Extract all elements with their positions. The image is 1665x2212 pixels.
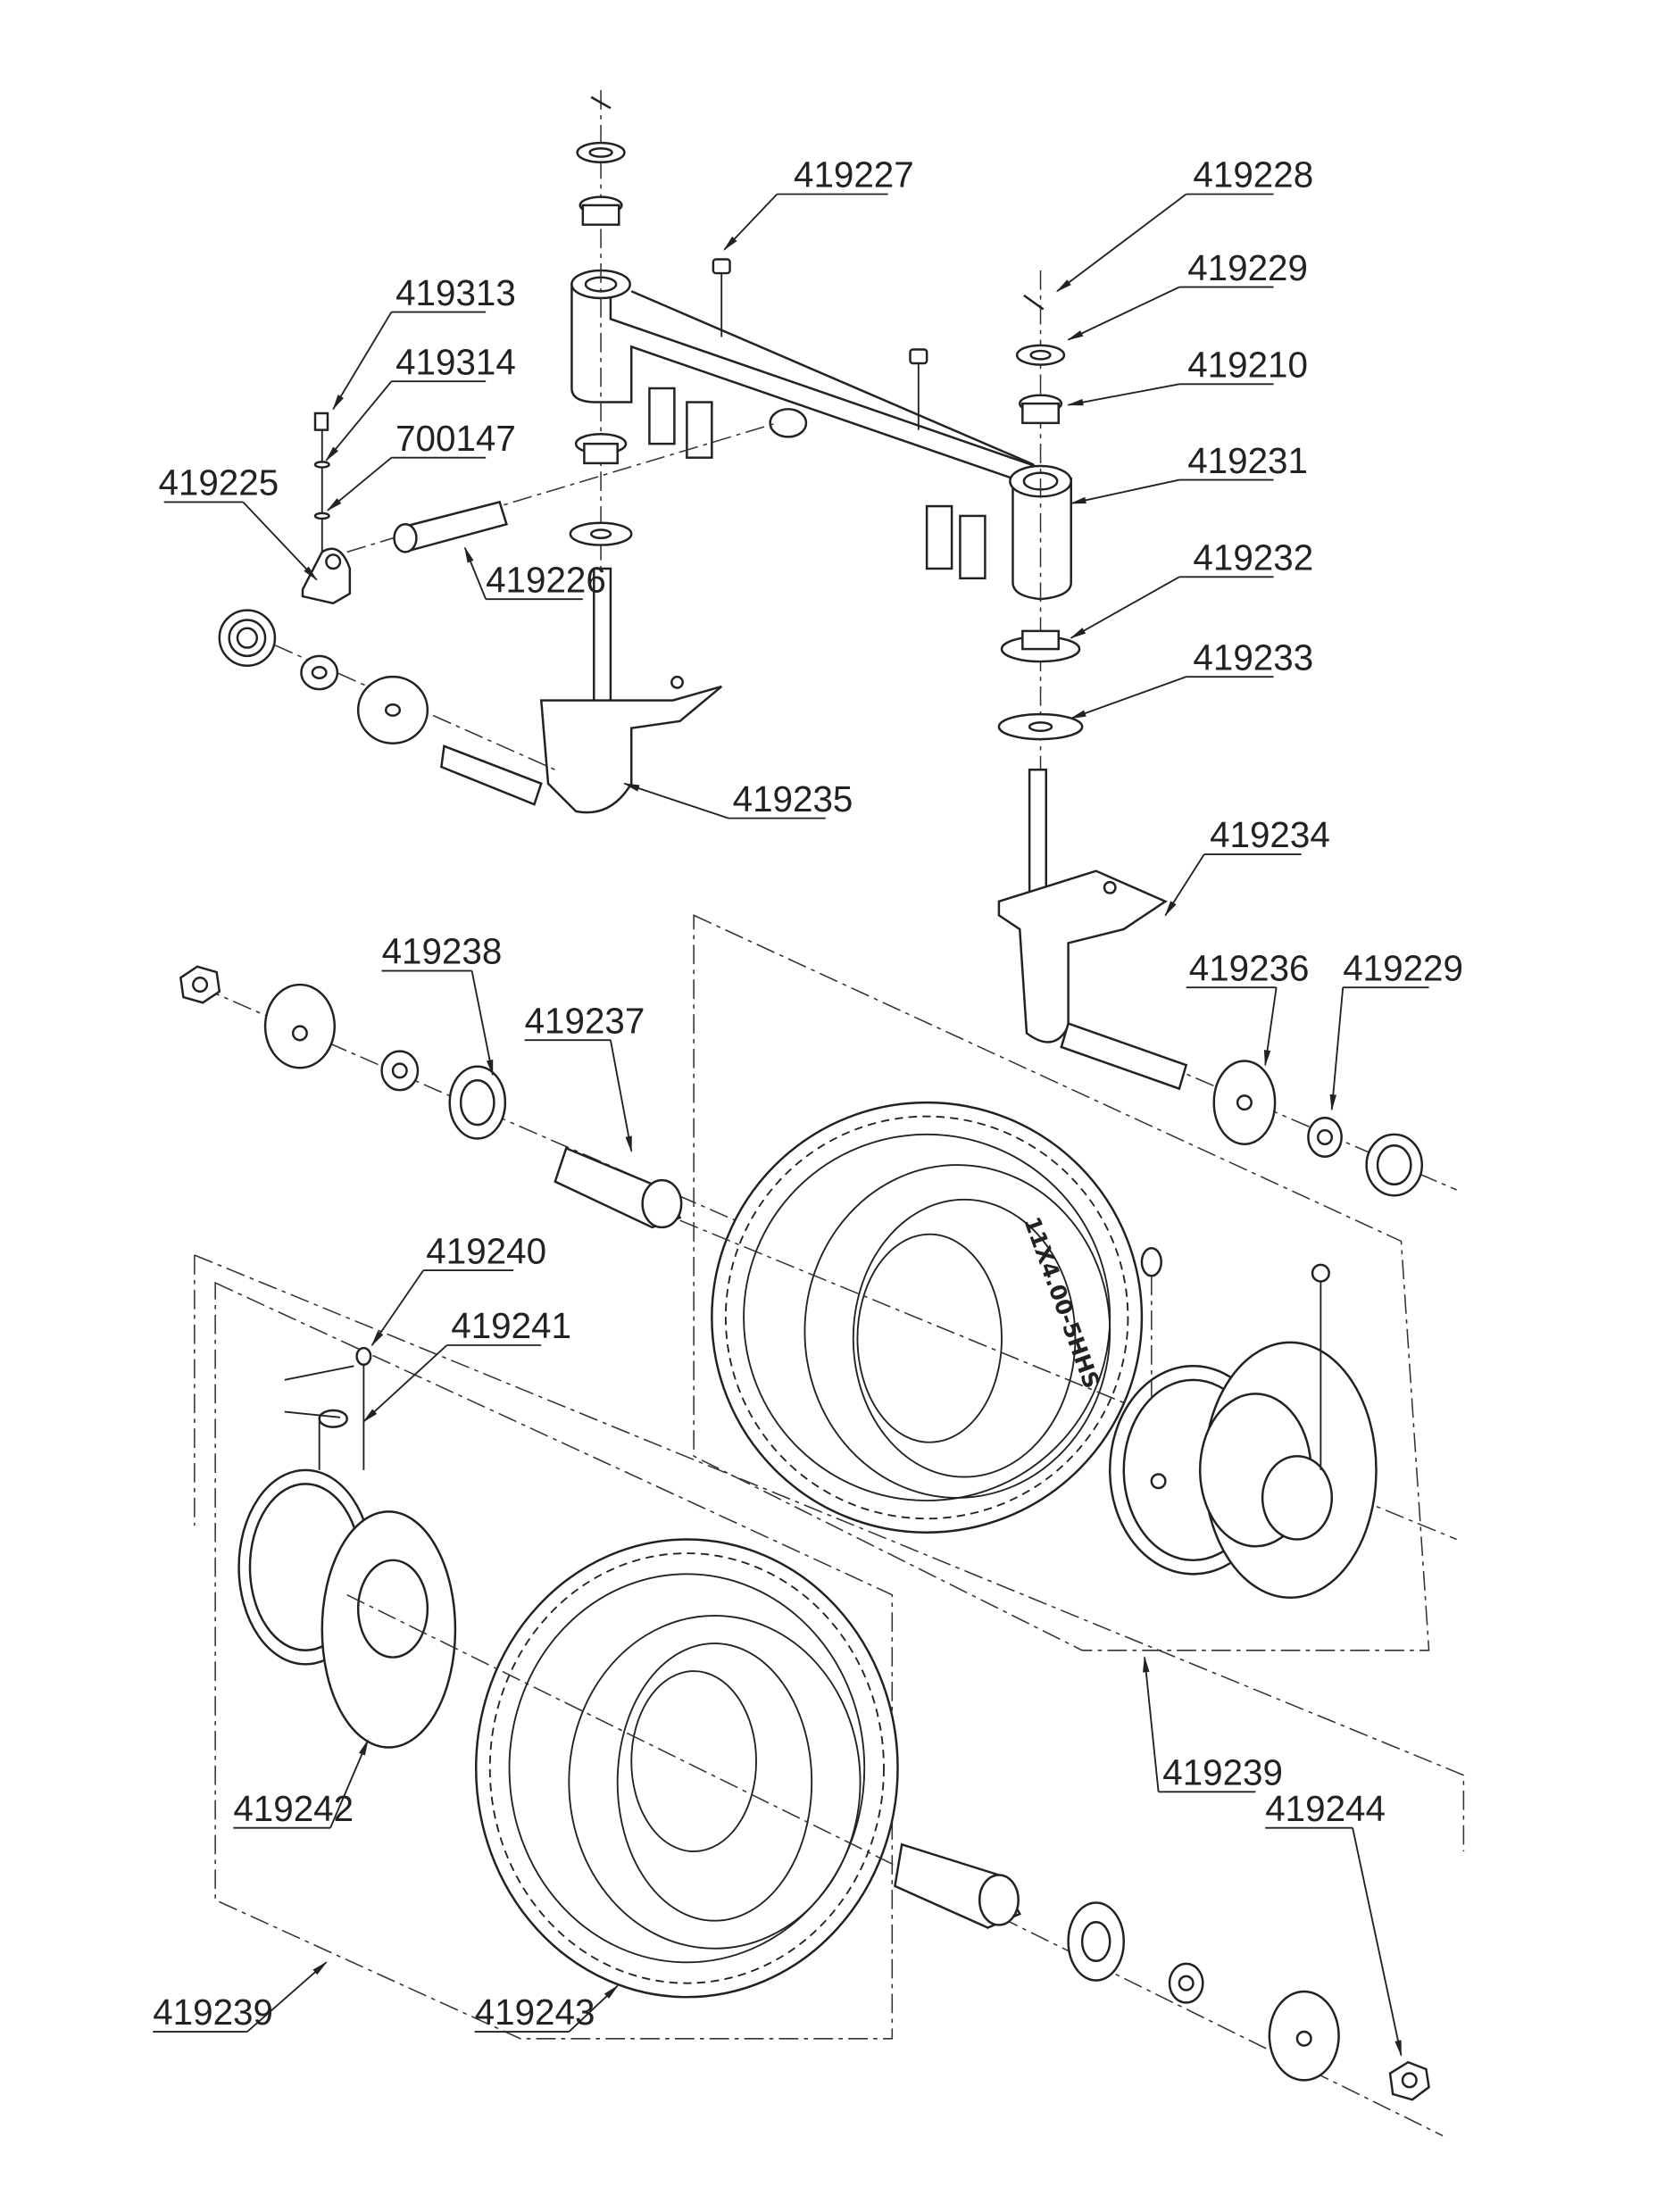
left-spindle-hardware[interactable] (218, 609, 556, 806)
lower-tire-assembly[interactable] (194, 1254, 1465, 2137)
svg-text:419237: 419237 (525, 1000, 645, 1041)
right-spindle[interactable] (997, 769, 1168, 1044)
callout-419239-left: 419239 (153, 1961, 328, 2033)
callout-419314: 419314 (325, 341, 516, 462)
svg-text:419227: 419227 (794, 154, 914, 195)
svg-text:419236: 419236 (1189, 947, 1310, 988)
svg-text:419244: 419244 (1265, 1788, 1386, 1829)
svg-text:419238: 419238 (382, 931, 503, 972)
svg-text:419229: 419229 (1187, 247, 1308, 288)
svg-text:419240: 419240 (426, 1230, 546, 1271)
right-pivot-stack[interactable] (997, 270, 1084, 778)
callout-419229-top: 419229 (1066, 247, 1308, 341)
svg-text:419233: 419233 (1193, 636, 1313, 678)
callout-419244: 419244 (1265, 1788, 1403, 2058)
svg-text:419228: 419228 (1193, 154, 1313, 195)
svg-text:419234: 419234 (1210, 814, 1330, 855)
callout-419313: 419313 (332, 272, 516, 411)
svg-text:419226: 419226 (486, 559, 606, 600)
callout-419243: 419243 (475, 1984, 620, 2033)
svg-text:419231: 419231 (1187, 440, 1308, 481)
callout-419239-right: 419239 (1143, 1655, 1283, 1792)
left-pivot-stack[interactable] (569, 89, 633, 576)
callout-419238: 419238 (382, 931, 503, 1077)
upper-tire-assembly[interactable]: 11X4.00-5HHS (679, 914, 1457, 1651)
callout-419241: 419241 (362, 1305, 571, 1423)
front-axle-hardware[interactable] (179, 965, 737, 1229)
callout-419240: 419240 (370, 1230, 546, 1347)
callout-419236: 419236 (1186, 947, 1310, 1068)
callout-419234: 419234 (1164, 814, 1330, 917)
callout-419237: 419237 (525, 1000, 645, 1153)
svg-text:419235: 419235 (733, 778, 853, 819)
callout-419231: 419231 (1069, 440, 1308, 504)
svg-text:419239: 419239 (153, 1992, 273, 2033)
svg-text:419243: 419243 (475, 1992, 595, 2033)
callout-419210: 419210 (1066, 345, 1308, 406)
callout-700147: 700147 (326, 418, 516, 511)
callout-419227: 419227 (723, 154, 914, 252)
callout-419229-lower: 419229 (1329, 947, 1463, 1111)
left-spindle[interactable] (539, 567, 723, 814)
callout-419235: 419235 (622, 778, 853, 819)
svg-text:419210: 419210 (1187, 345, 1308, 386)
svg-text:419239: 419239 (1162, 1751, 1283, 1792)
svg-text:419241: 419241 (451, 1305, 571, 1346)
svg-text:419314: 419314 (395, 341, 516, 382)
svg-text:700147: 700147 (395, 418, 516, 459)
callout-419226: 419226 (463, 545, 606, 600)
axle-beam[interactable] (570, 258, 1072, 601)
svg-text:419232: 419232 (1193, 537, 1313, 578)
callout-419232: 419232 (1070, 537, 1313, 639)
svg-text:419242: 419242 (233, 1788, 354, 1829)
bracket-and-pin[interactable] (301, 412, 778, 605)
svg-text:419225: 419225 (158, 462, 279, 503)
svg-text:419313: 419313 (395, 272, 516, 313)
callout-419233: 419233 (1069, 636, 1313, 719)
right-spindle-hardware[interactable] (1060, 1021, 1457, 1197)
svg-text:419229: 419229 (1343, 947, 1463, 988)
callout-419225: 419225 (158, 462, 318, 581)
callout-419228: 419228 (1055, 154, 1313, 293)
callout-419242: 419242 (233, 1739, 369, 1829)
